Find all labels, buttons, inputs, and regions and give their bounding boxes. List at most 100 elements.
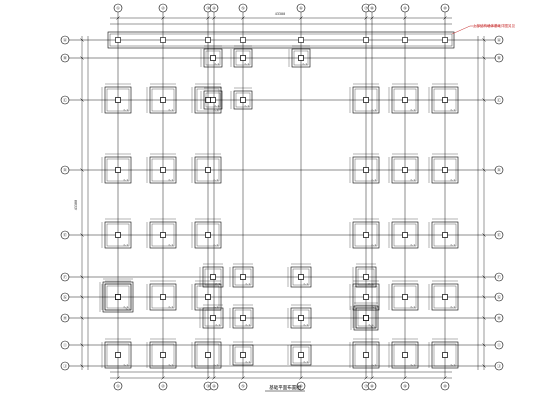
axis-label: Ⓔ bbox=[63, 232, 67, 238]
footing-pad: J-1 bbox=[146, 83, 177, 114]
pad-tag: J-1 bbox=[125, 307, 130, 311]
footing-step bbox=[196, 223, 220, 247]
pad-tag: J-1 bbox=[303, 323, 308, 327]
axis-bubble bbox=[296, 381, 306, 391]
axis-label: ⑧ bbox=[370, 6, 374, 11]
pad-tag: J-1 bbox=[123, 305, 128, 309]
axis-bubble bbox=[494, 165, 504, 175]
pad-tag: J-1 bbox=[245, 360, 250, 364]
footing-outline bbox=[391, 221, 419, 249]
axis-bubble bbox=[158, 381, 168, 391]
footing-outline bbox=[352, 156, 380, 184]
pad-tag: J-1 bbox=[214, 62, 219, 66]
footing-outline bbox=[431, 221, 459, 249]
footing-step bbox=[106, 158, 130, 182]
pad-tag: J-1 bbox=[123, 243, 128, 247]
axis-label: Ⓓ bbox=[63, 167, 67, 173]
axis-label: ⑨ bbox=[403, 6, 407, 11]
footing-pad: J-1 bbox=[199, 304, 224, 329]
column-section bbox=[363, 97, 369, 103]
footing-outline bbox=[352, 86, 380, 114]
footing-step bbox=[393, 223, 417, 247]
column-section bbox=[115, 232, 121, 238]
axis-label: Ⓘ bbox=[497, 342, 501, 348]
footing-pad: J-1 bbox=[428, 153, 459, 184]
footing-step bbox=[106, 343, 130, 367]
note-leader bbox=[451, 25, 471, 35]
axis-bubble bbox=[296, 3, 306, 13]
footing-pad: J-1 bbox=[101, 153, 132, 184]
pad-tag: J-1 bbox=[168, 243, 173, 247]
footing-step bbox=[106, 88, 130, 112]
axis-bubble bbox=[367, 3, 377, 13]
pad-tag: J-1 bbox=[368, 323, 373, 327]
axis-label: Ⓙ bbox=[63, 363, 67, 369]
footing-pad: J-1 bbox=[349, 153, 380, 184]
pad-tag: J-1 bbox=[213, 363, 218, 367]
axis-label: Ⓐ bbox=[63, 37, 67, 43]
axis-bubble bbox=[60, 53, 70, 63]
footing-pad: J-1 bbox=[230, 45, 253, 68]
footing-pad: J-1 bbox=[200, 45, 223, 68]
footing-step bbox=[357, 268, 375, 286]
column-section bbox=[115, 352, 121, 358]
axis-label: Ⓕ bbox=[497, 274, 501, 280]
footing-pad: J-1 bbox=[388, 280, 419, 311]
column-section bbox=[298, 352, 304, 358]
pad-tag: J-1 bbox=[450, 108, 455, 112]
footing-outline bbox=[355, 266, 377, 288]
column-section bbox=[205, 97, 211, 103]
pad-tag: J-1 bbox=[450, 363, 455, 367]
footing-step bbox=[234, 346, 252, 364]
pad-tag: J-1 bbox=[213, 305, 218, 309]
footing-pad: J-1 bbox=[349, 218, 380, 249]
top-dimension-text: 43300 bbox=[275, 12, 286, 16]
axis-label: Ⓔ bbox=[497, 232, 501, 238]
pad-tag: J-1 bbox=[214, 104, 219, 108]
column-section bbox=[298, 315, 304, 321]
axis-label: ② bbox=[161, 6, 165, 11]
footing-pad: J-1 bbox=[230, 87, 253, 110]
axis-bubble bbox=[60, 272, 70, 282]
footing-step bbox=[354, 223, 378, 247]
strip-footing-outline bbox=[107, 31, 455, 49]
pad-tag: J-1 bbox=[368, 282, 373, 286]
footing-step bbox=[292, 268, 310, 286]
axis-label: Ⓙ bbox=[497, 363, 501, 369]
axis-bubble bbox=[60, 313, 70, 323]
axis-label: Ⓐ bbox=[497, 37, 501, 43]
axis-label: ① bbox=[116, 384, 120, 389]
axis-bubble bbox=[494, 313, 504, 323]
footing-outline bbox=[194, 156, 222, 184]
footing-pad: J-1 bbox=[191, 338, 222, 369]
footing-outline bbox=[232, 266, 254, 288]
footing-step bbox=[433, 285, 457, 309]
pad-tag: J-1 bbox=[410, 305, 415, 309]
footing-step bbox=[433, 343, 457, 367]
footing-step bbox=[355, 307, 377, 329]
axis-label: Ⓖ bbox=[497, 294, 501, 300]
footing-step bbox=[151, 88, 175, 112]
footing-outline bbox=[149, 86, 177, 114]
column-stub bbox=[363, 37, 369, 43]
footing-pad: J-1 bbox=[388, 153, 419, 184]
pad-tag: J-1 bbox=[245, 282, 250, 286]
axis-label: ③ bbox=[206, 6, 210, 11]
axis-label: ④ bbox=[212, 6, 216, 11]
top-note-label: 上部结构墙体基础详图另见 bbox=[473, 23, 515, 28]
footing-step bbox=[393, 285, 417, 309]
axis-bubble bbox=[60, 230, 70, 240]
column-section bbox=[240, 55, 246, 61]
footing-step bbox=[357, 309, 375, 327]
axis-bubble bbox=[440, 381, 450, 391]
column-section bbox=[115, 294, 121, 300]
footing-step bbox=[196, 158, 220, 182]
column-section bbox=[442, 97, 448, 103]
axis-label: ⑩ bbox=[443, 6, 447, 11]
pad-tag: J-1 bbox=[410, 363, 415, 367]
pad-tag: J-1 bbox=[410, 243, 415, 247]
footing-outline bbox=[194, 86, 222, 114]
footing-pad: J-1 bbox=[146, 218, 177, 249]
